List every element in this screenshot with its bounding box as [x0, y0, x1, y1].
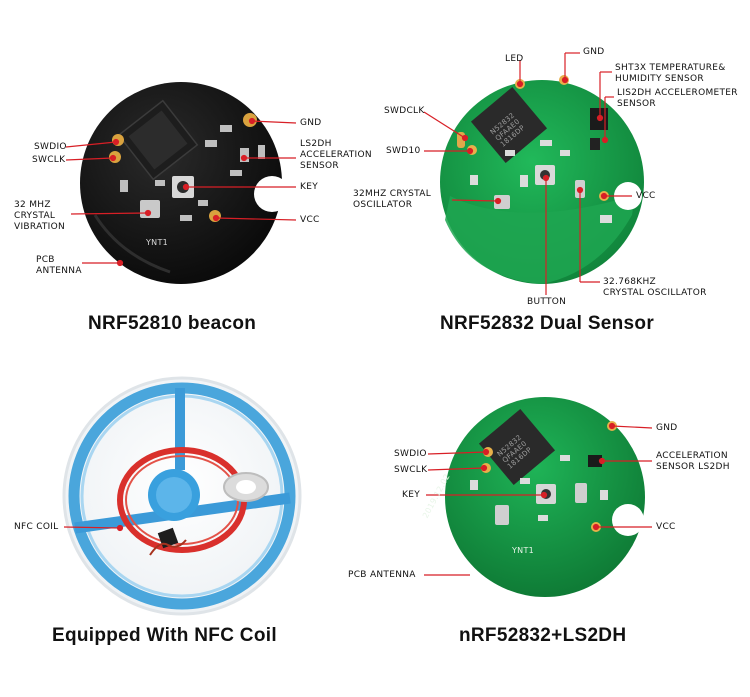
board-nfc-coil	[62, 376, 302, 616]
label-gnd-4: GND	[656, 423, 678, 433]
label-pcb-antenna: PCB ANTENNA	[36, 255, 82, 276]
label-lis2dh-sensor: LIS2DH ACCELEROMETER SENSOR	[617, 88, 738, 109]
label-swclk-4: SWCLK	[394, 465, 428, 475]
label-32768khz-oscillator: 32.768KHZ CRYSTAL OSCILLATOR	[603, 277, 707, 298]
caption-nrf52810-beacon: NRF52810 beacon	[88, 313, 257, 334]
panel4-silk-text: YNT1	[512, 546, 535, 555]
label-vcc-2: VCC	[636, 191, 656, 201]
label-pcb-antenna-4: PCB ANTENNA	[348, 570, 416, 580]
label-32mhz-crystal: 32 MHZ CRYSTAL VIBRATION	[14, 200, 66, 232]
label-swd10: SWD10	[386, 146, 421, 156]
label-key-4: KEY	[402, 490, 420, 500]
label-gnd: GND	[300, 118, 322, 128]
label-key: KEY	[300, 182, 318, 192]
label-32mhz-oscillator: 32MHZ CRYSTAL OSCILLATOR	[353, 189, 432, 210]
board-nrf52832-dual	[440, 75, 644, 284]
panel1-leaders	[65, 117, 297, 267]
label-swdclk: SWDCLK	[384, 106, 425, 116]
label-ls2dh-sensor: LS2DH ACCELERATION SENSOR	[300, 139, 372, 171]
label-vcc-4: VCC	[656, 522, 676, 532]
label-acceleration-ls2dh: ACCELERATION SENSOR LS2DH	[656, 451, 730, 472]
label-led: LED	[505, 54, 524, 64]
caption-nrf52832-ls2dh: nRF52832+LS2DH	[459, 625, 627, 646]
label-swclk: SWCLK	[32, 155, 66, 165]
panel4-leaders	[424, 422, 653, 576]
panel1-silk-text: YNT1	[146, 238, 169, 247]
label-swdio: SWDIO	[34, 142, 67, 152]
label-nfc-coil: NFC COIL	[14, 522, 59, 532]
label-swdio-4: SWDIO	[394, 449, 427, 459]
label-sht3x-sensor: SHT3X TEMPERATURE& HUMIDITY SENSOR	[615, 63, 726, 84]
panel3-leaders	[63, 524, 124, 532]
panel2-leaders	[423, 52, 632, 295]
label-button: BUTTON	[527, 297, 567, 307]
label-gnd-2: GND	[583, 47, 605, 57]
label-vcc: VCC	[300, 215, 320, 225]
caption-nrf52832-dual-sensor: NRF52832 Dual Sensor	[440, 313, 655, 334]
caption-nfc-coil: Equipped With NFC Coil	[52, 625, 277, 646]
